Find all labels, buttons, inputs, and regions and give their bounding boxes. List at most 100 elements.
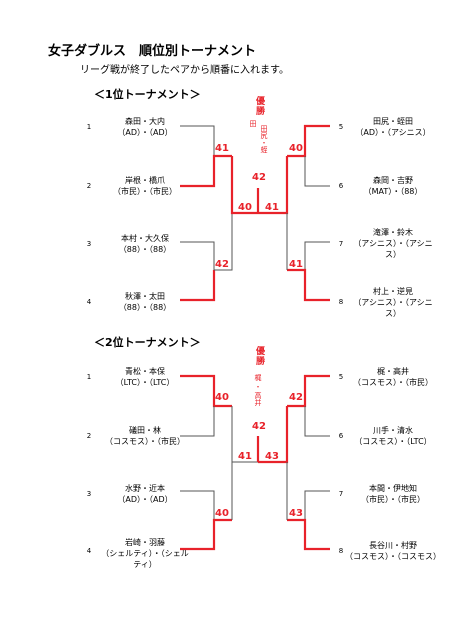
b1-right-line-6 xyxy=(304,156,330,187)
b1-score-semi-left: 40 xyxy=(238,202,252,213)
team-names: 梶・高井 xyxy=(377,367,409,376)
team-clubs: （市民）・（市民） xyxy=(361,495,425,504)
bracket1-winner-label: 優勝 xyxy=(254,96,264,116)
b1-seed-8: 8 xyxy=(338,298,344,306)
team-names: 森岡・吉野 xyxy=(373,176,413,185)
b1-team-2: 岸根・橋爪 （市民）・（市民） xyxy=(90,175,200,197)
b1-left-semi xyxy=(214,156,233,271)
team-clubs: （コスモス）・（市民） xyxy=(353,378,433,387)
b2-seed-2: 2 xyxy=(86,432,92,440)
b1-team-6: 森岡・吉野 （MAT）・（88） xyxy=(338,175,448,197)
b2-seed-4: 4 xyxy=(86,547,92,555)
team-clubs: （シェルティ）・（シェル xyxy=(101,549,189,558)
b2-right-line-8-win xyxy=(287,518,330,551)
b1-seed-5: 5 xyxy=(338,123,344,131)
team-clubs: （AD）・（AD） xyxy=(117,128,173,137)
team-names: 村上・逆見 xyxy=(373,287,413,296)
bracket2-label: ＜2位トーナメント＞ xyxy=(94,336,201,349)
b2-right-line-6 xyxy=(304,406,330,437)
team-names: 秋澤・太田 xyxy=(125,292,165,301)
bracket1-winner-name-1: 田 xyxy=(249,120,257,127)
b2-team-6: 川手・清水 （コスモス）・（LTC） xyxy=(338,425,448,447)
b2-score-semi-left: 41 xyxy=(238,451,252,462)
b2-score-left-top: 40 xyxy=(215,392,229,403)
bracket2-winner-name-3: 高井 xyxy=(254,392,262,406)
bracket1-winner-name-2: 田尻・蛭 xyxy=(260,125,268,153)
b1-score-left-bottom: 42 xyxy=(215,259,229,270)
team-clubs: （88）・（88） xyxy=(118,303,172,312)
b2-left-line-4-win xyxy=(180,518,232,551)
team-clubs-cont: ス） xyxy=(385,309,401,318)
b1-score-left-top: 41 xyxy=(215,143,229,154)
team-names: 岸根・橋爪 xyxy=(125,176,165,185)
b1-team-7: 滝澤・鈴木 （アシニス）・（アシニ ス） xyxy=(338,227,448,260)
b2-seed-7: 7 xyxy=(338,490,344,498)
b1-score-right-bottom: 41 xyxy=(289,259,303,270)
bracket2-winner-label: 優勝 xyxy=(254,346,264,366)
team-names: 岩崎・羽藤 xyxy=(125,538,165,547)
team-names: 礒田・林 xyxy=(129,426,161,435)
team-names: 水野・近本 xyxy=(125,484,165,493)
b1-seed-3: 3 xyxy=(86,240,92,248)
team-names: 川手・清水 xyxy=(373,426,413,435)
bracket2-winner-name-1: 梶 xyxy=(254,374,262,381)
b1-right-line-8-win xyxy=(287,268,330,302)
b2-seed-8: 8 xyxy=(338,547,344,555)
b1-team-5: 田尻・蛭田 （AD）・（アシニス） xyxy=(338,116,448,138)
b1-right-line-5-win xyxy=(287,124,330,158)
b1-seed-6: 6 xyxy=(338,182,344,190)
team-clubs: （コスモス）・（LTC） xyxy=(354,437,432,446)
b1-right-line-7 xyxy=(304,241,330,270)
b2-score-right-top: 42 xyxy=(289,392,303,403)
b2-left-semi xyxy=(231,406,258,520)
team-names: 滝澤・鈴木 xyxy=(373,228,413,237)
team-names: 森田・大内 xyxy=(125,117,165,126)
team-clubs: （88）・（88） xyxy=(118,245,172,254)
team-clubs: （コスモス）・（市民） xyxy=(105,437,185,446)
b1-score-right-top: 40 xyxy=(289,143,303,154)
b2-team-2: 礒田・林 （コスモス）・（市民） xyxy=(90,425,200,447)
b2-score-semi-right: 43 xyxy=(265,451,279,462)
page-title: 女子ダブルス 順位別トーナメント xyxy=(48,44,257,59)
bracket1-label: ＜1位トーナメント＞ xyxy=(94,88,201,101)
b2-left-line-1-win xyxy=(180,374,232,408)
team-clubs: （AD）・（AD） xyxy=(117,495,173,504)
team-names: 田尻・蛭田 xyxy=(373,117,413,126)
b2-team-5: 梶・高井 （コスモス）・（市民） xyxy=(338,366,448,388)
team-names: 青松・本保 xyxy=(125,367,165,376)
b2-right-line-7 xyxy=(304,490,330,520)
b1-team-4: 秋澤・太田 （88）・（88） xyxy=(90,291,200,313)
b1-team-3: 本村・大久保 （88）・（88） xyxy=(90,233,200,255)
b1-team-8: 村上・逆見 （アシニス）・（アシニ ス） xyxy=(338,286,448,319)
team-clubs: （アシニス）・（アシニ xyxy=(353,298,433,307)
b1-score-final: 42 xyxy=(252,172,266,183)
team-clubs: （MAT）・（88） xyxy=(363,187,423,196)
team-clubs: （LTC）・（LTC） xyxy=(115,378,175,387)
b1-score-semi-right: 41 xyxy=(265,202,279,213)
b2-team-4: 岩崎・羽藤 （シェルティ）・（シェル ティ） xyxy=(90,537,200,570)
page-subtitle: リーグ戦が終了したペアから順番に入れます。 xyxy=(80,65,289,76)
b2-left-line-2 xyxy=(180,406,215,437)
team-clubs: （AD）・（アシニス） xyxy=(355,128,431,137)
b2-seed-3: 3 xyxy=(86,490,92,498)
team-names: 本間・伊地知 xyxy=(369,484,417,493)
b2-score-left-bottom: 40 xyxy=(215,508,229,519)
b1-left-line-2-win xyxy=(180,154,232,188)
b2-team-8: 長谷川・村野 （コスモス）・（コスモス） xyxy=(338,540,448,562)
b2-seed-1: 1 xyxy=(86,373,92,381)
b1-seed-4: 4 xyxy=(86,298,92,306)
b2-score-final: 42 xyxy=(252,421,266,432)
b1-left-line-4-win xyxy=(180,270,216,302)
team-clubs: （市民）・（市民） xyxy=(113,187,177,196)
b2-right-line-5-win xyxy=(287,374,330,408)
b1-seed-1: 1 xyxy=(86,123,92,131)
b2-seed-5: 5 xyxy=(338,373,344,381)
team-clubs: （アシニス）・（アシニ xyxy=(353,239,433,248)
b1-left-semi-win xyxy=(230,156,258,215)
b2-team-3: 水野・近本 （AD）・（AD） xyxy=(90,483,200,505)
b1-left-line-3 xyxy=(180,241,215,270)
b1-seed-7: 7 xyxy=(338,240,344,248)
b2-left-line-3 xyxy=(180,490,215,520)
team-clubs: （コスモス）・（コスモス） xyxy=(345,552,441,561)
